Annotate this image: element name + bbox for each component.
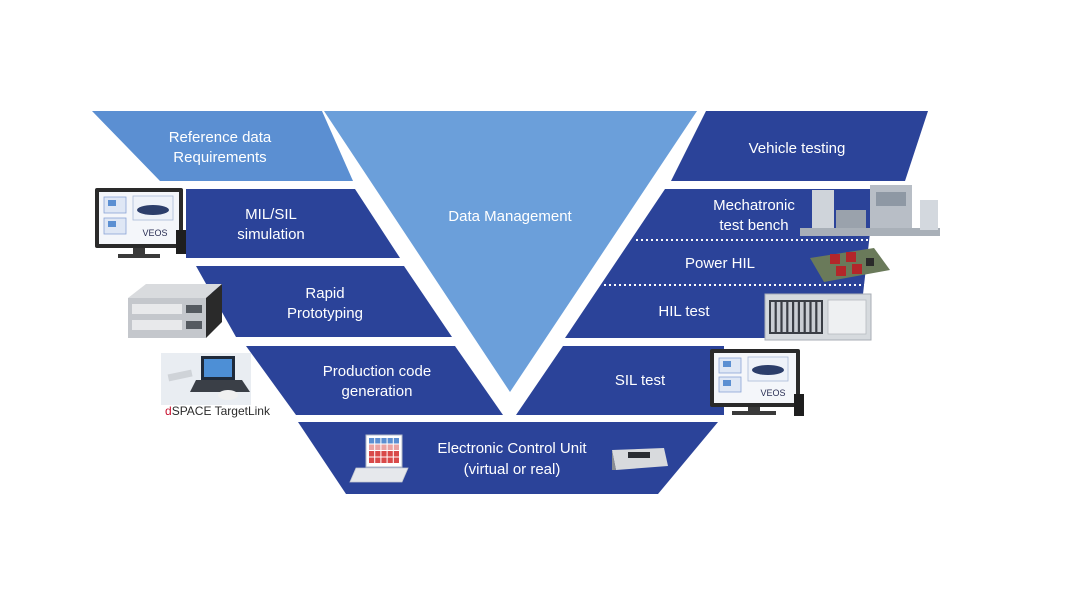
- calibration-grid-cell: [381, 451, 387, 457]
- hil-rack-icon: [764, 293, 872, 341]
- calibration-grid-cell: [393, 438, 399, 444]
- rack-slot: [817, 302, 821, 332]
- power-hil-board-icon: [810, 248, 890, 282]
- label-production-1: Production code: [323, 363, 431, 380]
- rack-slot: [800, 302, 804, 332]
- calibration-grid-cell: [375, 451, 381, 457]
- calibration-grid-cell: [369, 451, 375, 457]
- label-rapid-1: Rapid: [305, 285, 344, 302]
- calibration-grid-cell: [387, 457, 393, 463]
- calibration-grid-cell: [381, 444, 387, 450]
- label-reference-2: Requirements: [173, 149, 266, 166]
- calibration-grid-cell: [381, 457, 387, 463]
- label-vehicle-testing: Vehicle testing: [749, 140, 846, 157]
- center-triangle: [324, 111, 697, 392]
- brand-dspace-targetlink: dSPACE TargetLink: [165, 404, 271, 418]
- label-ecu-1: Electronic Control Unit: [437, 440, 587, 457]
- calibration-grid-cell: [369, 444, 375, 450]
- calibration-grid-cell: [375, 457, 381, 463]
- veos-monitor-icon: VEOS: [95, 188, 186, 258]
- rack-slot: [782, 302, 787, 332]
- calibration-grid-cell: [375, 438, 381, 444]
- calibration-grid-cell: [387, 444, 393, 450]
- calibration-grid-cell: [381, 438, 387, 444]
- label-production-2: generation: [342, 383, 413, 400]
- label-data-management: Data Management: [448, 208, 572, 225]
- ecu-box-icon: [612, 448, 668, 470]
- calibration-grid-cell: [375, 444, 381, 450]
- rack-slot: [794, 302, 798, 332]
- band-production: [246, 346, 503, 415]
- label-power-hil: Power HIL: [685, 255, 755, 272]
- calibration-grid-cell: [369, 457, 375, 463]
- band-rapid: [196, 266, 452, 337]
- prototyping-hardware-icon: [128, 284, 222, 338]
- rack-slot: [811, 302, 816, 332]
- calibration-grid-cell: [393, 451, 399, 457]
- label-mil-sil-2: simulation: [237, 226, 305, 243]
- calibration-grid-cell: [387, 438, 393, 444]
- laptop-icon: [161, 353, 251, 405]
- calibration-grid-cell: [393, 444, 399, 450]
- ecu-calibration-icon: [349, 434, 409, 483]
- band-reference: [92, 111, 353, 181]
- calibration-grid-cell: [369, 438, 375, 444]
- rack-slot: [788, 302, 792, 332]
- label-ecu-2: (virtual or real): [464, 461, 561, 478]
- label-mechatronic-2: test bench: [719, 217, 788, 234]
- veos-monitor-icon-right: VEOS: [710, 349, 804, 416]
- veos-label-left: VEOS: [142, 228, 167, 238]
- label-reference-1: Reference data: [169, 129, 272, 146]
- rack-slot: [805, 302, 810, 332]
- rack-slot: [776, 302, 781, 332]
- label-mil-sil-1: MIL/SIL: [245, 206, 297, 223]
- band-vehicle: [671, 111, 928, 181]
- band-mil-sil: [186, 189, 400, 258]
- label-mechatronic-1: Mechatronic: [713, 197, 795, 214]
- label-hil-test: HIL test: [658, 303, 710, 320]
- label-rapid-2: Prototyping: [287, 305, 363, 322]
- band-sil: [516, 346, 724, 415]
- label-sil-test: SIL test: [615, 372, 666, 389]
- calibration-grid-cell: [387, 451, 393, 457]
- test-bench-icon: [800, 185, 940, 236]
- veos-label-right: VEOS: [760, 388, 785, 398]
- rack-slot: [771, 302, 775, 332]
- calibration-grid-cell: [393, 457, 399, 463]
